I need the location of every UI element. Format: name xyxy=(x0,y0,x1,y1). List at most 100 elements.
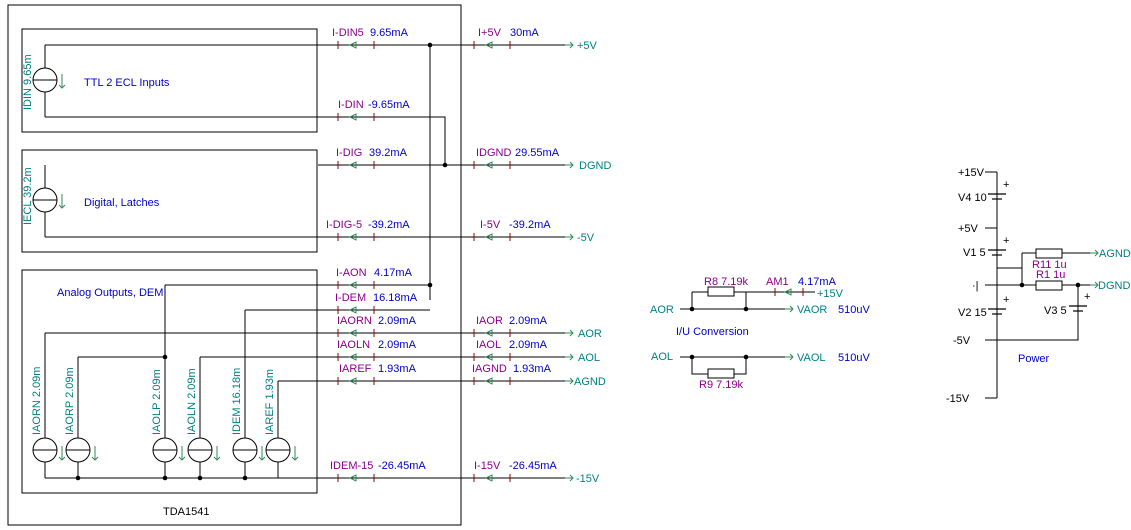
svg-text:+5V: +5V xyxy=(958,223,979,235)
meter-name: I-DIG xyxy=(336,147,362,159)
svg-text:·|: ·| xyxy=(972,280,979,292)
svg-text:-15V: -15V xyxy=(946,393,970,405)
current-source-iecl: IECL 39.2m xyxy=(22,167,66,225)
digital-block xyxy=(21,149,318,253)
r1-resistor xyxy=(1035,280,1063,291)
current-source-idin: IDIN 9.65m xyxy=(22,54,66,110)
meter-value: -9.65mA xyxy=(368,99,410,111)
meter-name: IAGND xyxy=(472,363,507,375)
meter-value: 1.93mA xyxy=(378,363,417,375)
meter-name: I-DIN xyxy=(338,99,364,111)
analog-block-label: Analog Outputs, DEM xyxy=(57,287,163,299)
main-wires xyxy=(44,44,565,479)
chip-name-label: TDA1541 xyxy=(163,506,209,518)
meter-value: -26.45mA xyxy=(378,460,426,472)
svg-text:+15V: +15V xyxy=(817,288,844,300)
svg-text:I/U Conversion: I/U Conversion xyxy=(676,326,749,338)
meter-name: I-5V xyxy=(480,219,501,231)
svg-text:510uV: 510uV xyxy=(838,352,870,364)
svg-text:AGND: AGND xyxy=(1099,248,1131,260)
current-source-iaorn: IAORN 2.09m xyxy=(31,367,66,463)
meter-name: I+5V xyxy=(478,27,502,39)
svg-text:V3 5: V3 5 xyxy=(1044,305,1067,317)
current-source-iaoln: IAOLN 2.09m xyxy=(186,368,221,463)
meter-value: 9.65mA xyxy=(370,27,409,39)
meter-name: I-DIG-5 xyxy=(326,219,362,231)
svg-text:DGND: DGND xyxy=(1098,280,1130,292)
external-meter-labels: I+5V 30mA IDGND 29.55mA I-5V -39.2mA IAO… xyxy=(472,27,560,472)
svg-text:IDIN 9.65m: IDIN 9.65m xyxy=(22,54,34,110)
current-source-iaolp: IAOLP 2.09m xyxy=(151,369,186,463)
svg-text:VAOL: VAOL xyxy=(797,352,826,364)
svg-text:R9 7.19k: R9 7.19k xyxy=(699,379,744,391)
iu-aor-port: AOR xyxy=(650,304,674,316)
net-label: AOL xyxy=(578,352,600,364)
r8-resistor xyxy=(707,286,735,297)
internal-meter-labels: I-DIN5 9.65mA I-DIN -9.65mA I-DIG 39.2mA… xyxy=(326,27,426,472)
svg-text:+: + xyxy=(1003,235,1009,247)
r11-resistor xyxy=(1035,248,1063,259)
svg-text:510uV: 510uV xyxy=(838,304,870,316)
ttl-block xyxy=(21,28,318,133)
svg-text:V2 15: V2 15 xyxy=(958,307,987,319)
svg-text:R11 1u: R11 1u xyxy=(1032,259,1067,271)
tda1541-chip-outline xyxy=(7,4,462,526)
meter-value: -26.45mA xyxy=(509,460,557,472)
meter-value: 4.17mA xyxy=(374,267,413,279)
net-label: +5V xyxy=(577,40,598,52)
meter-value: 39.2mA xyxy=(369,147,408,159)
current-sources: IDIN 9.65m IECL 39.2m IAORN 2.09m IAORP … xyxy=(22,54,299,463)
svg-text:+: + xyxy=(1084,291,1090,303)
meter-name: IAORN xyxy=(337,315,372,327)
meter-value: -39.2mA xyxy=(368,219,410,231)
meter-value: 16.18mA xyxy=(373,292,418,304)
iu-conversion-section: AOR AOL R8 7.19k R9 7.19k AM1 4.17mA +15… xyxy=(650,276,870,391)
svg-text:IDEM 16.18m: IDEM 16.18m xyxy=(231,368,243,435)
meter-name: I-15V xyxy=(474,460,501,472)
current-source-idem: IDEM 16.18m xyxy=(231,368,266,463)
junction-dots xyxy=(75,42,448,481)
svg-text:4.17mA: 4.17mA xyxy=(798,276,837,288)
ttl-block-label: TTL 2 ECL Inputs xyxy=(84,77,170,89)
meter-name: I-DIN5 xyxy=(332,27,364,39)
svg-text:IAREF 1.93m: IAREF 1.93m xyxy=(264,369,276,435)
meter-value: -39.2mA xyxy=(509,219,551,231)
meter-value: 29.55mA xyxy=(515,147,560,159)
net-label: -5V xyxy=(577,232,595,244)
meter-value: 2.09mA xyxy=(378,315,417,327)
meter-name: IDGND xyxy=(476,147,512,159)
net-label: -15V xyxy=(576,473,600,485)
net-label: AGND xyxy=(574,376,606,388)
svg-text:Power: Power xyxy=(1018,353,1050,365)
svg-text:+: + xyxy=(1003,294,1009,306)
svg-text:IAORN 2.09m: IAORN 2.09m xyxy=(31,367,43,435)
power-section: +15V V4 10 + +5V V1 5 + AGND R11 1u DGND… xyxy=(946,167,1131,405)
svg-text:V4 10: V4 10 xyxy=(958,192,987,204)
svg-text:IECL 39.2m: IECL 39.2m xyxy=(22,167,34,225)
svg-text:R8 7.19k: R8 7.19k xyxy=(704,276,749,288)
meter-value: 2.09mA xyxy=(509,339,548,351)
meter-name: I-DEM xyxy=(335,292,366,304)
svg-text:IAOLP 2.09m: IAOLP 2.09m xyxy=(151,369,163,435)
meter-name: IAOL xyxy=(476,339,501,351)
meter-name: IAOR xyxy=(476,315,503,327)
svg-text:R1 1u: R1 1u xyxy=(1036,269,1065,281)
current-source-iaref: IAREF 1.93m xyxy=(264,369,299,463)
net-label: AOR xyxy=(578,328,602,340)
meter-value: 2.09mA xyxy=(509,315,548,327)
ammeter-symbols xyxy=(337,41,511,482)
meter-name: IAREF xyxy=(339,363,372,375)
meter-name: IDEM-15 xyxy=(330,460,373,472)
svg-text:AM1: AM1 xyxy=(766,276,789,288)
svg-text:V1 5: V1 5 xyxy=(963,247,986,259)
r9-resistor xyxy=(707,368,735,379)
svg-text:-5V: -5V xyxy=(953,335,971,347)
iu-aol-port: AOL xyxy=(651,351,673,363)
svg-text:VAOR: VAOR xyxy=(797,304,827,316)
net-label: DGND xyxy=(579,160,611,172)
meter-name: I-AON xyxy=(336,267,367,279)
svg-text:IAORP 2.09m: IAORP 2.09m xyxy=(64,367,76,435)
meter-name: IAOLN xyxy=(337,339,370,351)
meter-value: 1.93mA xyxy=(513,363,552,375)
